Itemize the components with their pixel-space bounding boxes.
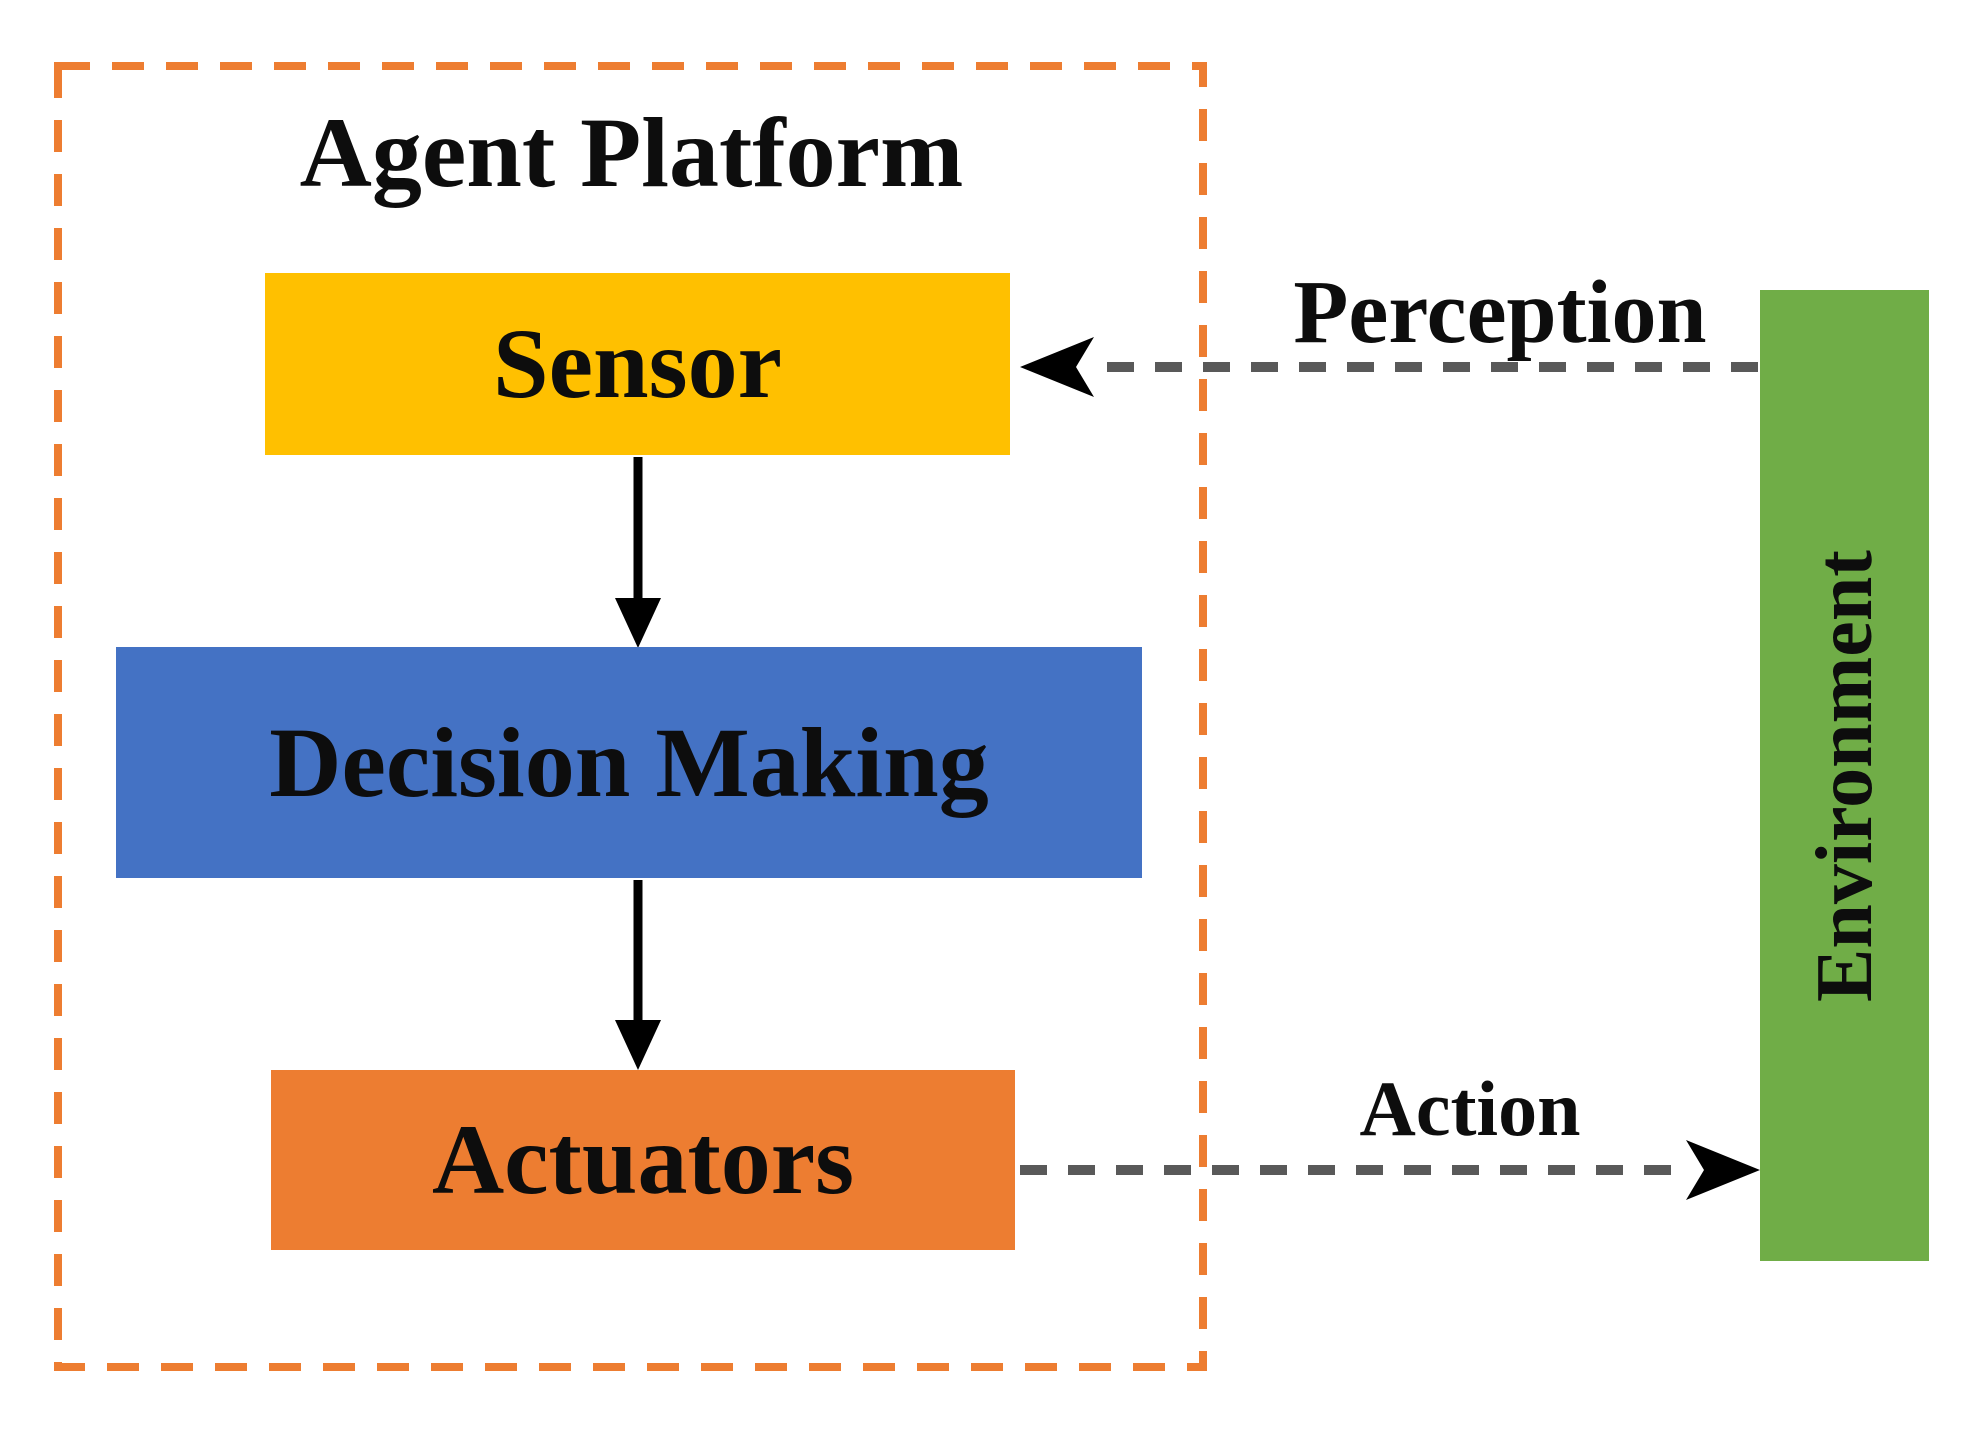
sensor-box: Sensor: [265, 273, 1010, 455]
actuators-box: Actuators: [271, 1070, 1015, 1250]
actuators-label: Actuators: [431, 1104, 855, 1215]
sensor-label: Sensor: [493, 308, 782, 419]
platform-title: Agent Platform: [299, 97, 964, 208]
arrow-decision-to-actuators: [615, 880, 661, 1070]
platform-dashed-border: [54, 62, 1207, 1371]
decision-making-label: Decision Making: [269, 706, 989, 818]
perception-edge-label: Perception: [1293, 263, 1707, 362]
environment-label: Environment: [1800, 549, 1889, 1002]
decision-making-box: Decision Making: [116, 647, 1142, 878]
arrow-perception: [1020, 337, 1758, 397]
environment-box: Environment: [1760, 290, 1929, 1261]
arrow-action: [1020, 1140, 1760, 1200]
action-edge-label: Action: [1359, 1065, 1581, 1152]
arrow-sensor-to-decision: [615, 457, 661, 648]
